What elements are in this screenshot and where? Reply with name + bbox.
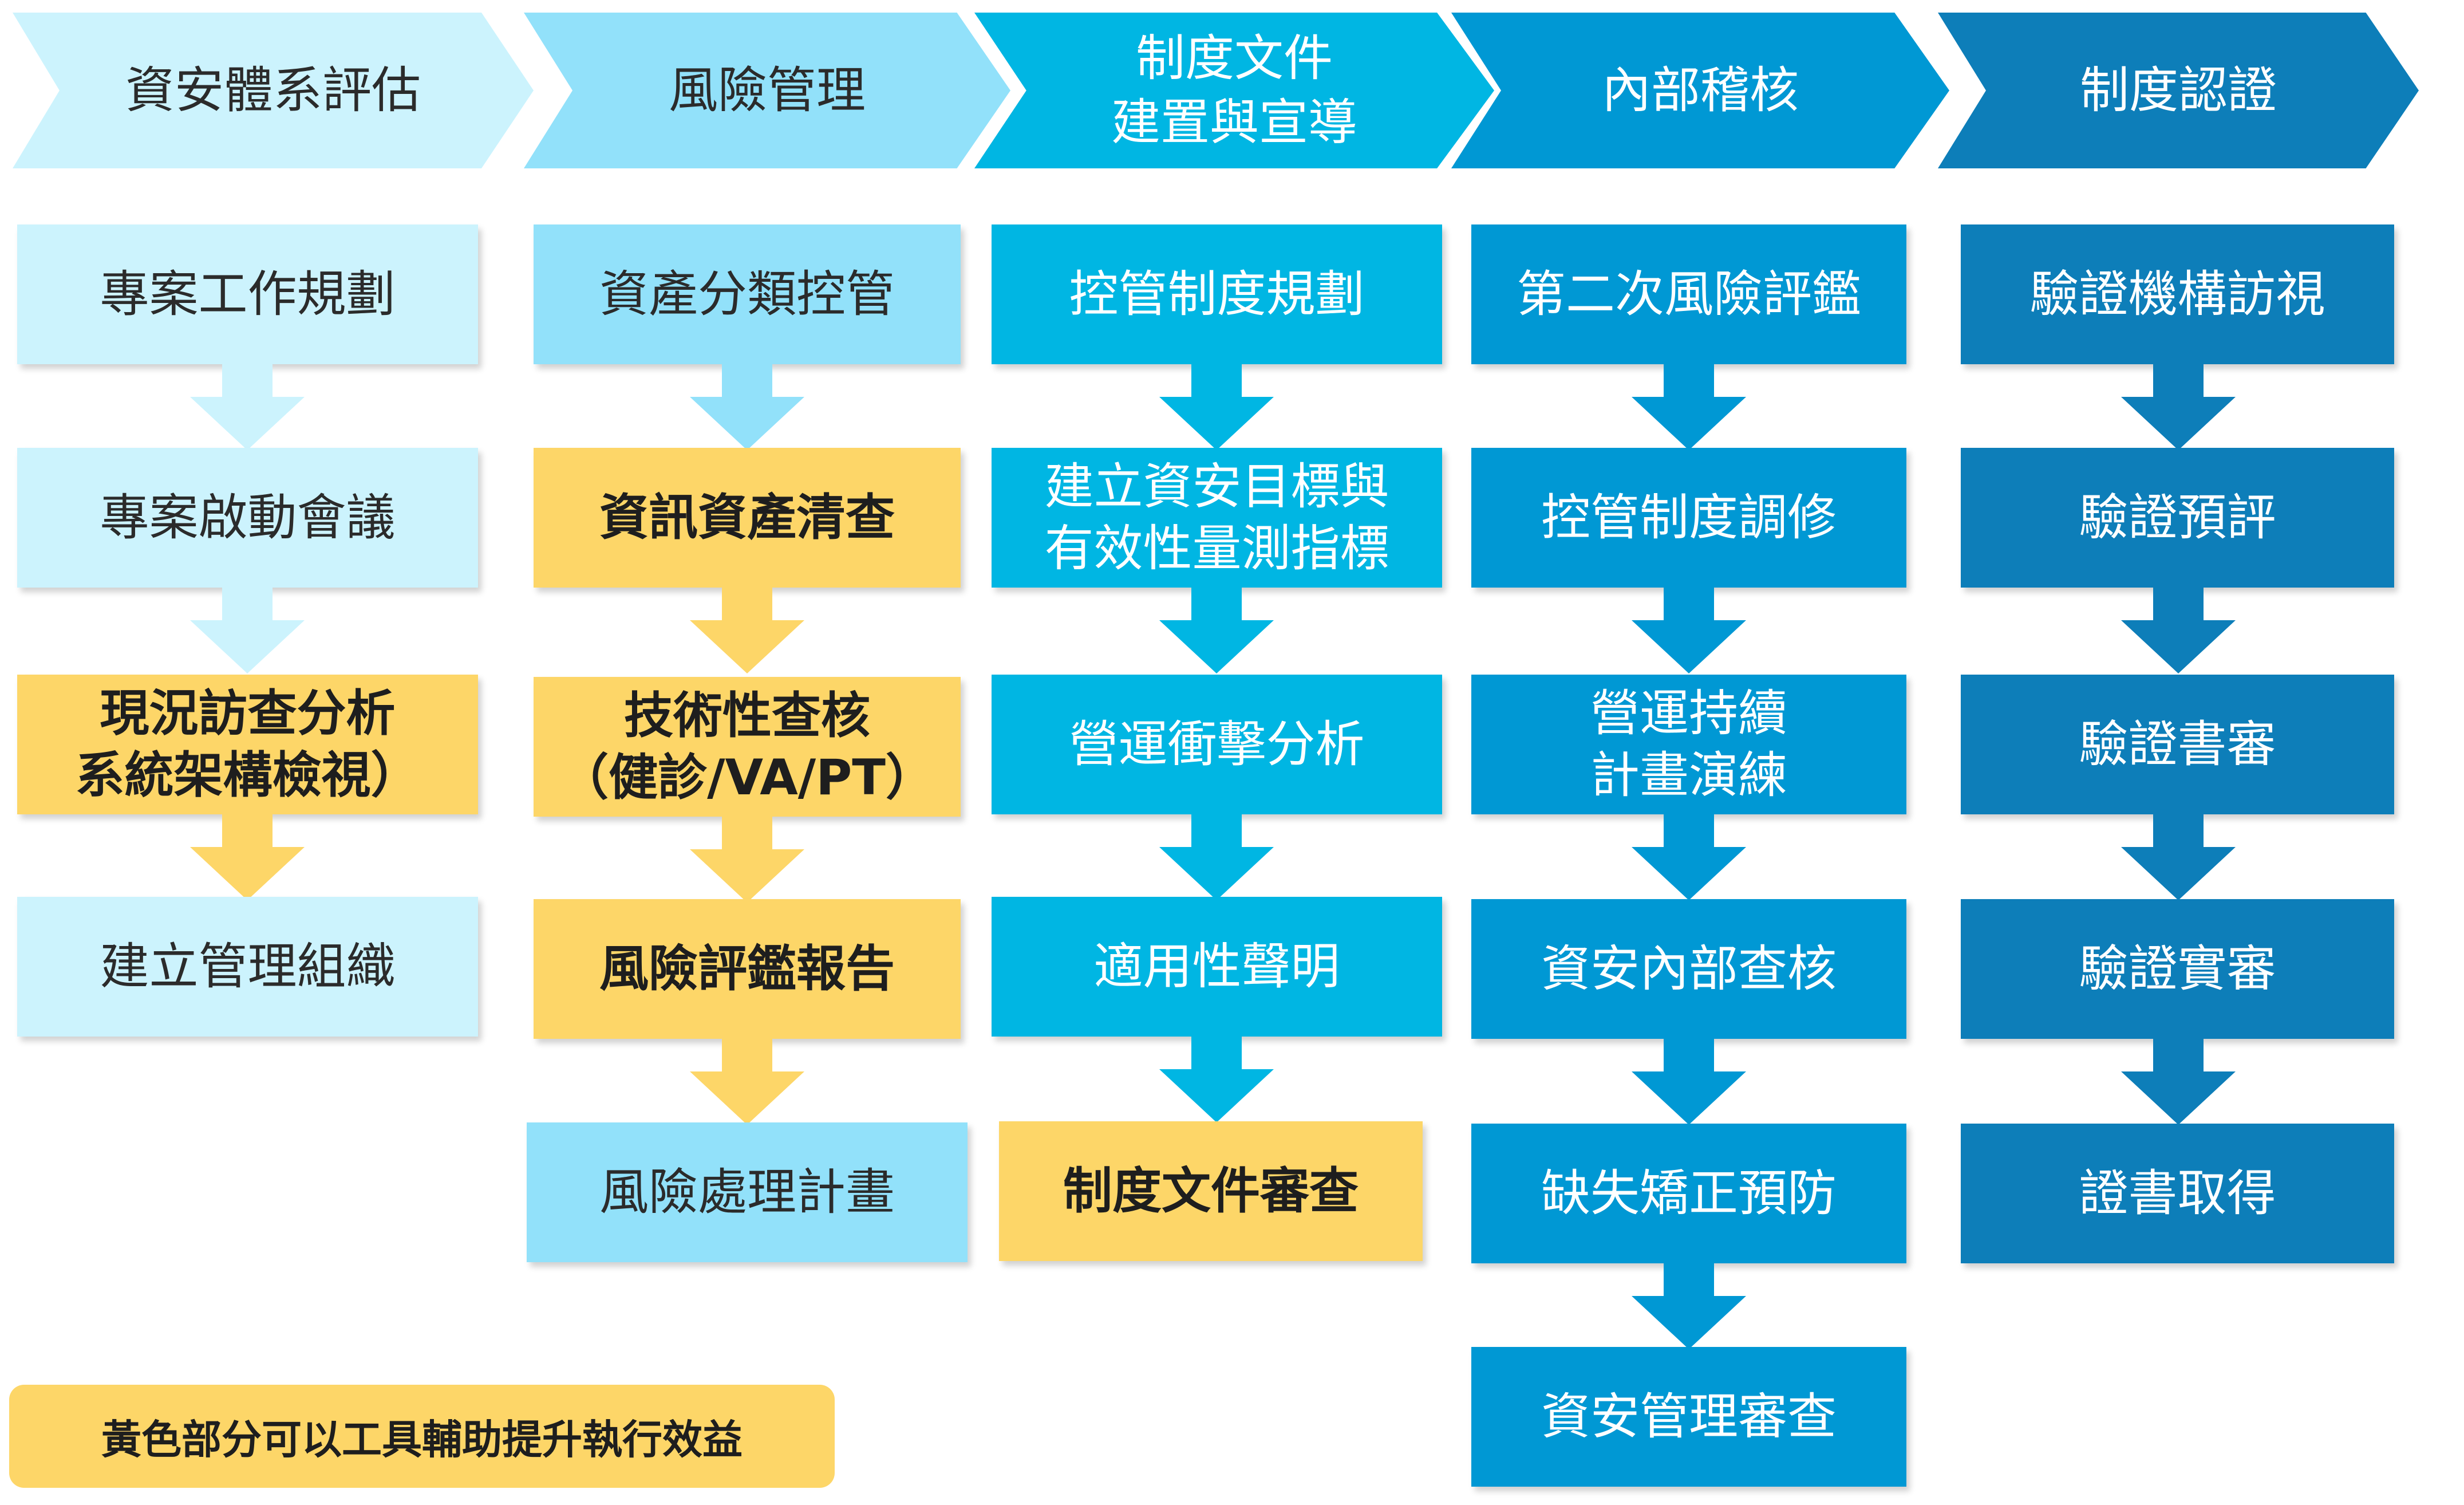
down-arrow xyxy=(1632,1039,1746,1125)
step-box: 營運持續 計畫演練 xyxy=(1471,675,1906,814)
step-box-tool-assisted: 技術性查核 （健診/VA/PT） xyxy=(534,677,961,817)
down-arrow xyxy=(2121,814,2236,900)
step-box: 適用性聲明 xyxy=(992,897,1442,1037)
step-box-tool-assisted: 資訊資產清查 xyxy=(534,448,961,588)
step-box: 營運衝擊分析 xyxy=(992,675,1442,814)
phase-chevron-risk: 風險管理 xyxy=(524,13,1010,168)
phase-chevron-audit: 內部稽核 xyxy=(1451,13,1949,168)
step-box: 專案啟動會議 xyxy=(17,448,478,588)
step-box: 資產分類控管 xyxy=(534,224,961,364)
phase-chevron-certification: 制度認證 xyxy=(1938,13,2419,168)
step-box: 建立管理組織 xyxy=(17,897,478,1037)
step-box: 驗證書審 xyxy=(1961,675,2394,814)
down-arrow xyxy=(1632,814,1746,900)
step-box: 第二次風險評鑑 xyxy=(1471,224,1906,364)
down-arrow xyxy=(1159,1037,1274,1122)
down-arrow xyxy=(2121,588,2236,673)
legend-note: 黃色部分可以工具輔助提升執行效益 xyxy=(9,1385,835,1488)
step-box: 缺失矯正預防 xyxy=(1471,1124,1906,1263)
step-box: 驗證實審 xyxy=(1961,899,2394,1039)
down-arrow xyxy=(1632,364,1746,450)
down-arrow xyxy=(190,364,305,450)
down-arrow xyxy=(1159,588,1274,673)
down-arrow xyxy=(1159,814,1274,900)
step-box: 驗證機構訪視 xyxy=(1961,224,2394,364)
down-arrow xyxy=(2121,1039,2236,1125)
down-arrow xyxy=(1632,1263,1746,1349)
step-box: 風險處理計畫 xyxy=(527,1122,968,1262)
step-box: 資安管理審查 xyxy=(1471,1347,1906,1487)
down-arrow xyxy=(690,1039,804,1125)
step-box-tool-assisted: 風險評鑑報告 xyxy=(534,899,961,1039)
step-box: 驗證預評 xyxy=(1961,448,2394,588)
step-box-tool-assisted: 現況訪查分析 系統架構檢視） xyxy=(17,675,478,814)
step-box: 專案工作規劃 xyxy=(17,224,478,364)
step-box: 資安內部查核 xyxy=(1471,899,1906,1039)
step-box: 建立資安目標與 有效性量測指標 xyxy=(992,448,1442,588)
down-arrow xyxy=(190,588,305,673)
down-arrow xyxy=(690,817,804,903)
down-arrow xyxy=(1632,588,1746,673)
step-box-tool-assisted: 制度文件審查 xyxy=(999,1121,1423,1261)
down-arrow xyxy=(690,588,804,673)
step-box: 控管制度規劃 xyxy=(992,224,1442,364)
step-box: 控管制度調修 xyxy=(1471,448,1906,588)
down-arrow xyxy=(2121,364,2236,450)
down-arrow xyxy=(190,814,305,900)
phase-chevron-documents: 制度文件 建置與宣導 xyxy=(974,13,1494,168)
phase-chevron-assessment: 資安體系評估 xyxy=(13,13,534,168)
down-arrow xyxy=(1159,364,1274,450)
down-arrow xyxy=(690,364,804,450)
step-box: 證書取得 xyxy=(1961,1124,2394,1263)
